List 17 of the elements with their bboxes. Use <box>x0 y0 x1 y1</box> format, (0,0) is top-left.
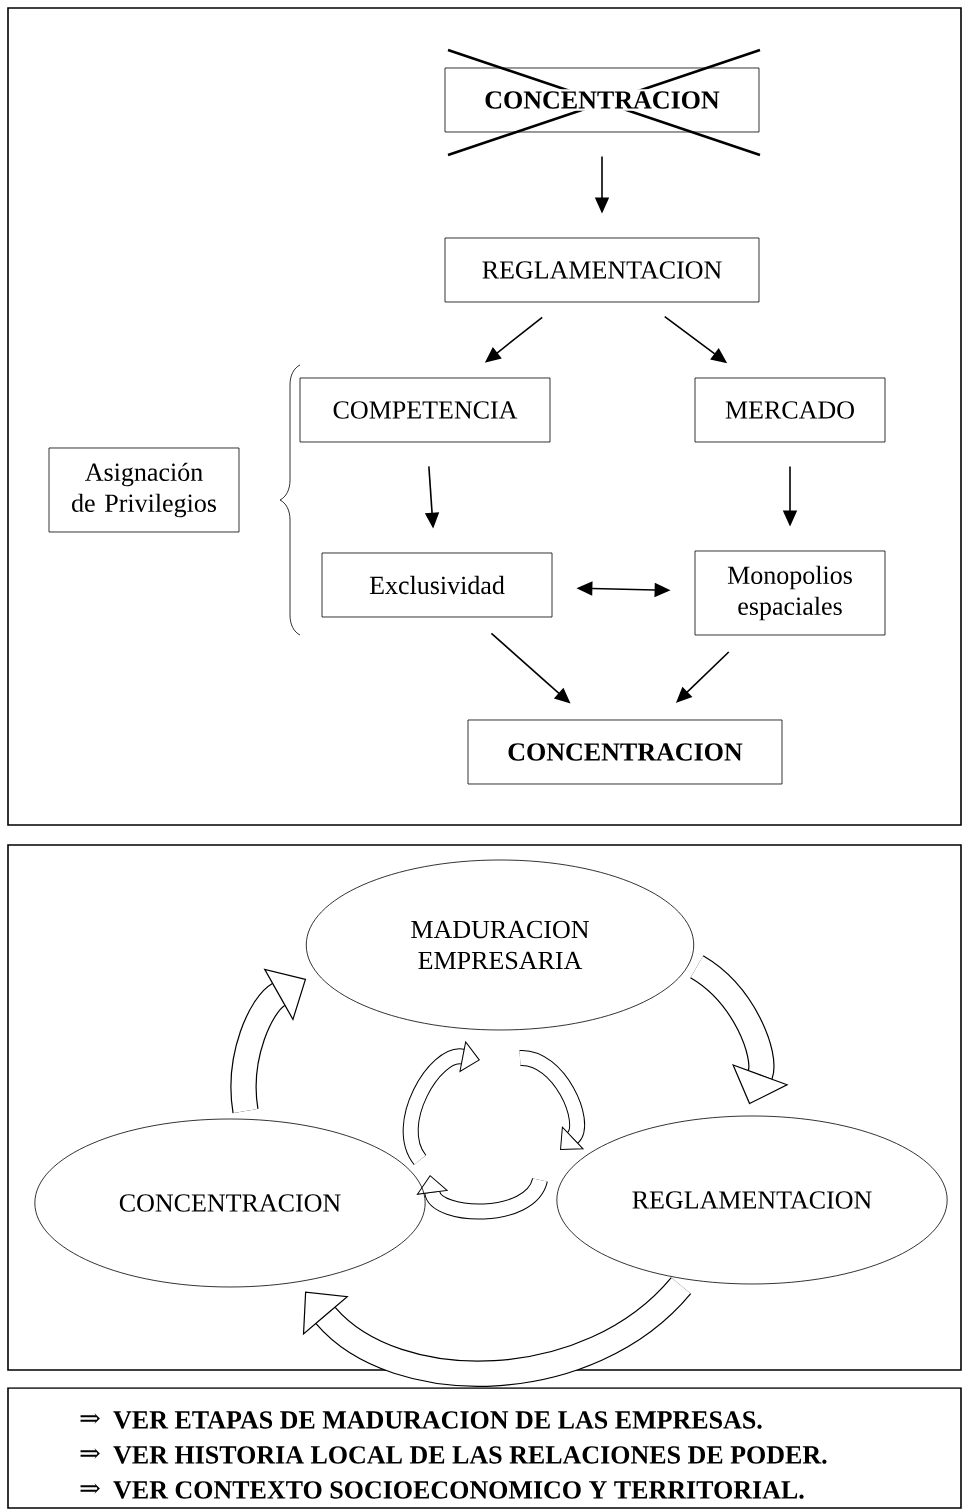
process-box: Exclusividad <box>321 552 553 618</box>
note-text: VER ETAPAS DE MADURACION DE LAS EMPRESAS. <box>113 1411 762 1429</box>
process-box: CONCENTRACION <box>467 719 783 785</box>
arrow <box>302 1276 691 1387</box>
process-box: CONCENTRACION <box>444 67 760 133</box>
arrow-bullet: ⇒ <box>80 1483 100 1494</box>
process-box: MERCADO <box>694 377 886 443</box>
process-box: COMPETENCIA <box>299 377 551 443</box>
arrow <box>230 968 307 1113</box>
arrow-bullet: ⇒ <box>80 1413 100 1424</box>
arrow-bullet: ⇒ <box>80 1448 100 1459</box>
process-box: REGLAMENTACION <box>444 237 760 303</box>
note-text: VER HISTORIA LOCAL DE LAS RELACIONES DE PODER. <box>113 1446 827 1464</box>
process-box: Asignación de Privilegios <box>48 447 240 533</box>
note-text: VER CONTEXTO SOCIOECONOMICO Y TERRITORIAL. <box>113 1481 804 1499</box>
arrow <box>689 955 789 1105</box>
process-box: Monopolios espaciales <box>694 550 886 636</box>
